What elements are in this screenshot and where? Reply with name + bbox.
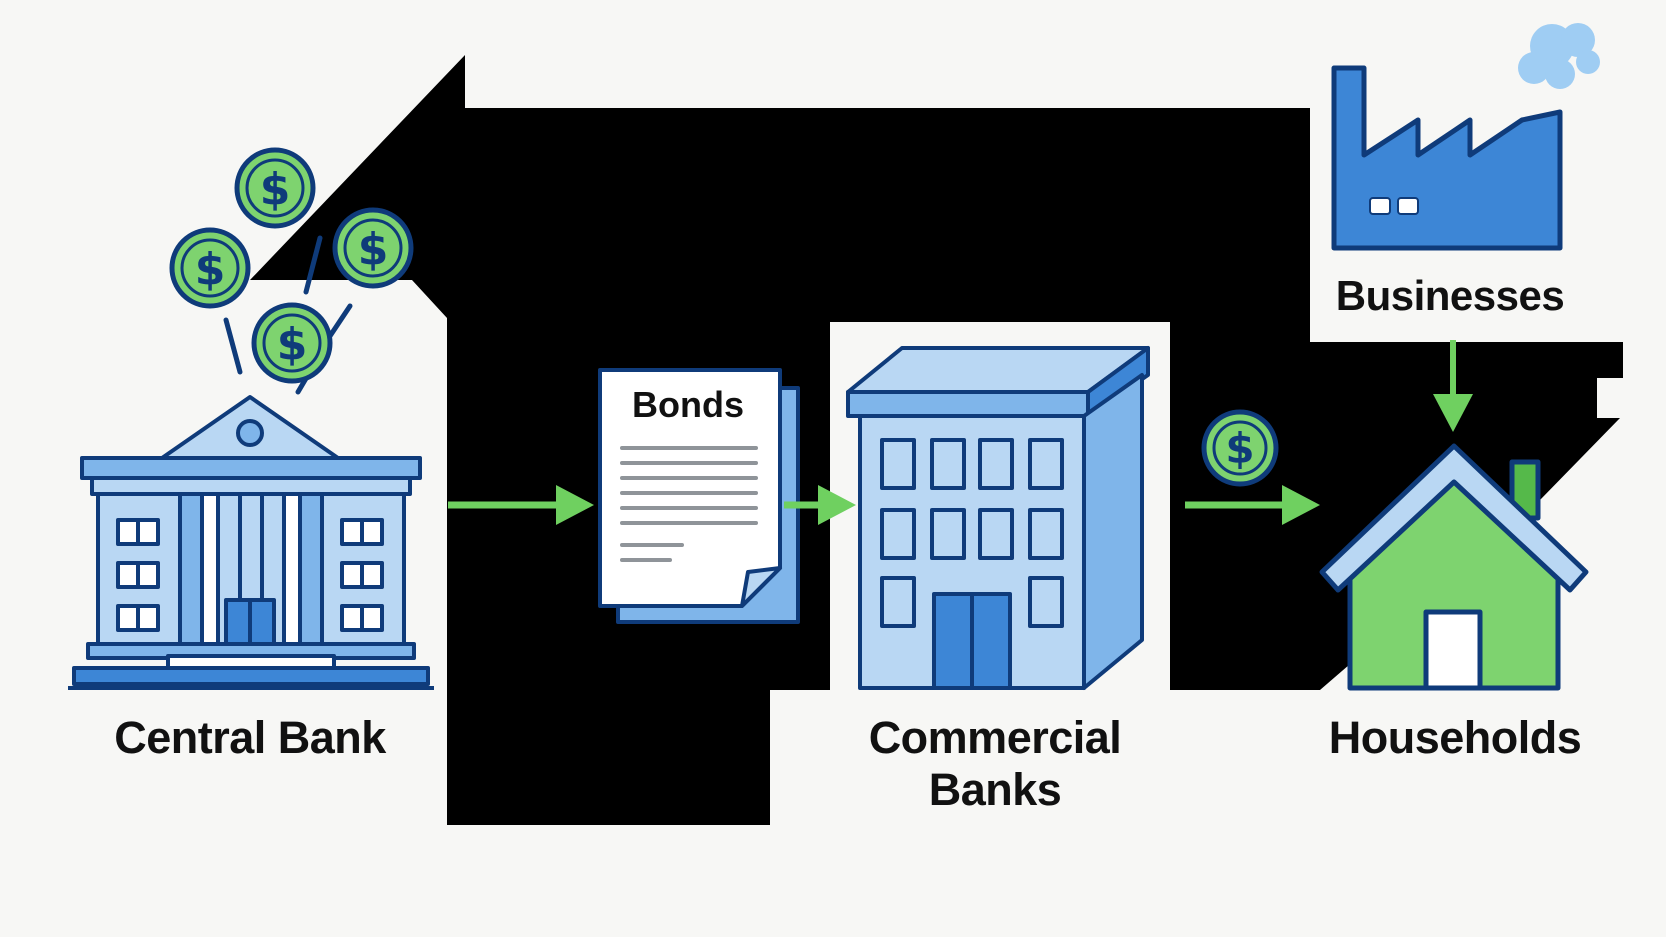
businesses-label: Businesses [1335,272,1565,319]
office-building-icon [846,346,1150,690]
smoke-cloud-icon [1518,23,1600,89]
dollar-coin-icon: $ [1201,409,1279,487]
commercial-banks-label: Commercial Banks [820,712,1170,816]
coin-dollar-symbol: $ [260,164,291,215]
coin-motion-lines [223,235,353,395]
document-icon [598,368,800,624]
central-bank-label: Central Bank [114,712,386,763]
factory-icon [1331,65,1563,251]
flow-arrow-businesses-to-households [1433,340,1473,432]
coin-dollar-symbol: $ [195,244,226,295]
dollar-coin-icon: $ [251,302,333,384]
flow-arrow-commercial-to-households [1185,485,1320,525]
commercial-banks-label-line2: Banks [928,763,1062,815]
flow-arrow-bonds-to-commercial [784,485,856,525]
bonds-label: Bonds [632,384,744,425]
document-text-lines [620,446,758,562]
flow-arrow-central-to-bonds [448,485,594,525]
black-background-band [250,55,1623,825]
dollar-coin-icon: $ [332,207,414,289]
dollar-coin-icon: $ [234,147,316,229]
coin-dollar-symbol: $ [277,319,308,370]
dollar-coin-icon: $ [169,227,251,309]
commercial-banks-label-line1: Commercial [868,712,1122,763]
households-label: Households [1328,712,1582,763]
house-icon [1319,443,1589,691]
coin-dollar-symbol: $ [358,224,389,275]
bank-building-icon [68,395,434,690]
coin-dollar-symbol: $ [1225,424,1254,473]
